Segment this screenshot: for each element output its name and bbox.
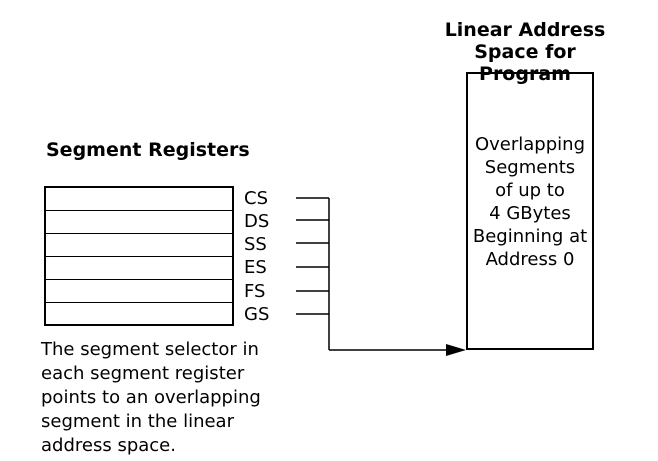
register-label-ds: DS bbox=[244, 211, 270, 232]
linear-text-line-1: Overlapping bbox=[474, 134, 585, 155]
linear-space-description: Overlapping Segments of up to 4 GBytes B… bbox=[468, 133, 592, 271]
register-label-fs: FS bbox=[244, 281, 266, 302]
linear-text-line-5: Beginning at bbox=[472, 226, 588, 247]
linear-title-line-1: Linear Address bbox=[444, 19, 606, 41]
linear-text-line-3: of up to bbox=[495, 180, 565, 201]
register-label-gs: GS bbox=[244, 304, 270, 325]
linear-text-line-2: Segments bbox=[484, 157, 576, 178]
register-label-cs: CS bbox=[244, 188, 268, 209]
segment-register-stack bbox=[44, 186, 234, 326]
register-row-ss bbox=[46, 234, 232, 257]
segment-registers-title: Segment Registers bbox=[46, 139, 250, 161]
register-row-fs bbox=[46, 280, 232, 303]
register-row-cs bbox=[46, 188, 232, 211]
register-row-es bbox=[46, 257, 232, 280]
linear-address-space-title: Linear Address Space for Program bbox=[430, 19, 620, 85]
register-row-ds bbox=[46, 211, 232, 234]
caption-line-4: segment in the linear bbox=[41, 411, 234, 432]
linear-address-space-box bbox=[466, 72, 594, 350]
register-label-es: ES bbox=[244, 257, 267, 278]
caption-line-2: each segment register bbox=[41, 363, 245, 384]
linear-text-line-6: Address 0 bbox=[485, 249, 575, 270]
linear-title-line-2: Space for Program bbox=[474, 41, 576, 85]
linear-text-line-4: 4 GBytes bbox=[489, 203, 571, 224]
diagram-caption: The segment selector in each segment reg… bbox=[41, 338, 271, 458]
caption-line-3: points to an overlapping bbox=[41, 387, 261, 408]
arrowhead bbox=[446, 344, 466, 356]
caption-line-1: The segment selector in bbox=[41, 339, 259, 360]
caption-line-5: address space. bbox=[41, 435, 176, 456]
register-label-ss: SS bbox=[244, 234, 267, 255]
